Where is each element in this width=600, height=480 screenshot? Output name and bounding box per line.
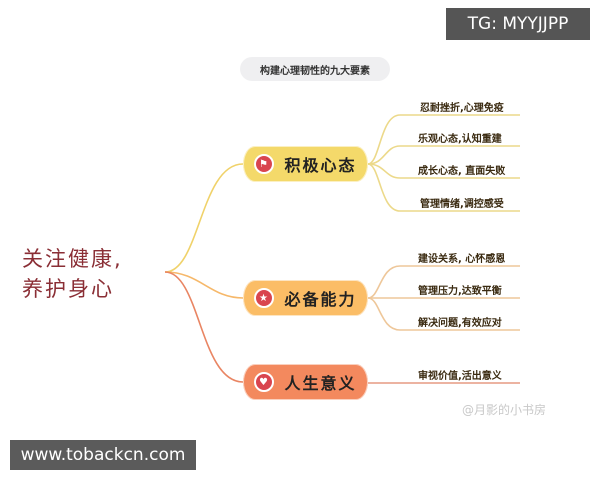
root-line-1: 关注健康,: [22, 247, 123, 271]
star-icon: ★: [254, 288, 275, 308]
tg-overlay: TG: MYYJJPP: [446, 8, 590, 40]
map-title: 构建心理韧性的九大要素: [240, 57, 390, 81]
site-overlay: www.tobackcn.com: [10, 440, 196, 470]
watermark: @月影的小书房: [462, 403, 547, 417]
branch-essential-abilities[interactable]: ★ 必备能力: [243, 280, 368, 316]
branch-label: 人生意义: [284, 374, 357, 393]
flag-icon: ⚑: [254, 154, 275, 174]
leaf-node[interactable]: 解决问题,有效应对: [418, 318, 502, 329]
leaf-node[interactable]: 管理压力,达致平衡: [418, 286, 502, 297]
branch-positive-mindset[interactable]: ⚑ 积极心态: [243, 146, 368, 182]
leaf-node[interactable]: 成长心态, 直面失败: [418, 166, 506, 177]
branch-life-meaning[interactable]: ♥ 人生意义: [243, 364, 368, 400]
leaf-node[interactable]: 审视价值,活出意义: [418, 371, 502, 382]
leaf-node[interactable]: 建设关系, 心怀感恩: [418, 254, 506, 265]
leaf-node[interactable]: 管理情绪,调控感受: [420, 199, 504, 210]
root-line-2: 养护身心: [22, 277, 114, 301]
root-node[interactable]: 关注健康, 养护身心: [22, 244, 123, 304]
leaf-node[interactable]: 忍耐挫折,心理免疫: [420, 103, 504, 114]
branch-label: 必备能力: [284, 290, 357, 309]
branch-label: 积极心态: [284, 156, 357, 175]
leaf-node[interactable]: 乐观心态,认知重建: [418, 134, 502, 145]
heart-icon: ♥: [254, 372, 275, 392]
